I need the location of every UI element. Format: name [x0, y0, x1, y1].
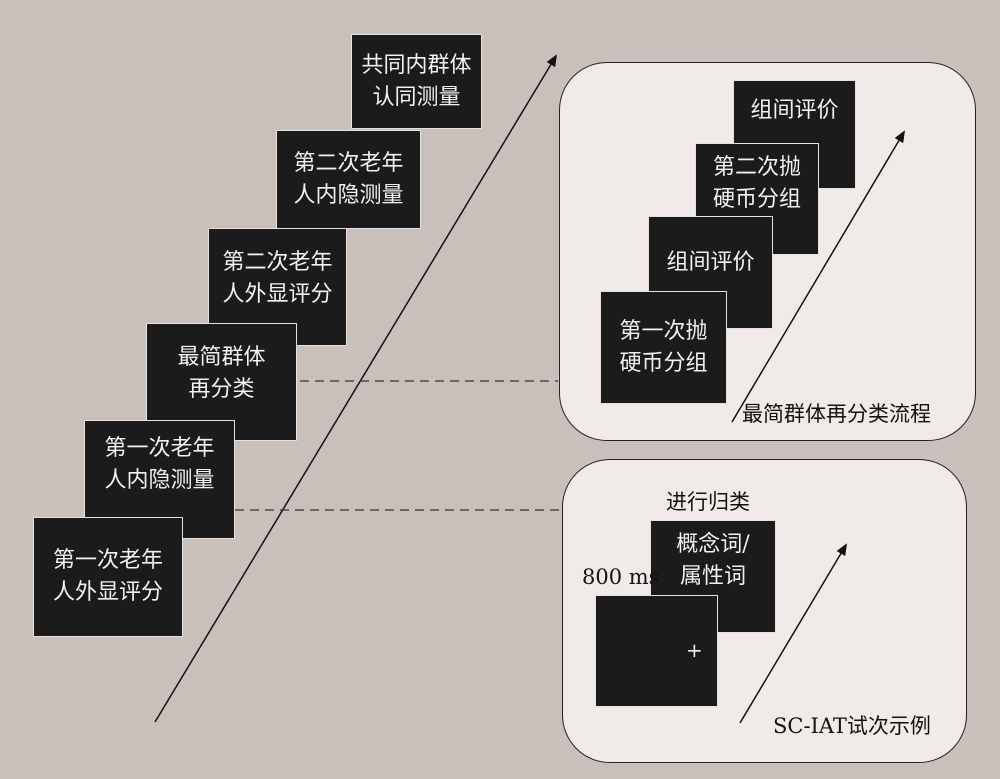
step-label: 再分类 — [188, 377, 255, 402]
substep-label: 第一次抛 — [619, 318, 708, 344]
substep-label: 硬币分组 — [619, 350, 708, 376]
word-screen-label: 概念词/ — [676, 532, 750, 557]
step-label: 人外显评分 — [222, 282, 333, 307]
step-common-ingroup-identity: 共同内群体认同测量 — [351, 34, 482, 129]
classify-label: 进行归类 — [666, 490, 750, 514]
sciat-caption: SC-IAT试次示例 — [773, 714, 931, 738]
recategorization-arrow — [731, 130, 906, 423]
duration-label: 800 ms — [582, 565, 660, 589]
substep-first-coin-toss: 第一次抛硬币分组 — [600, 291, 727, 404]
word-screen-label: 属性词 — [679, 564, 746, 589]
step-label: 第二次老年 — [222, 250, 333, 275]
step-label: 人内隐测量 — [293, 182, 404, 208]
recategorization-caption: 最简群体再分类流程 — [742, 402, 931, 426]
substep-label: 第二次抛 — [712, 155, 801, 180]
sciat-arrow — [739, 543, 848, 724]
fixation-cross: + — [686, 638, 703, 662]
step-label: 第一次老年 — [52, 548, 163, 573]
step-label: 人内隐测量 — [104, 468, 215, 493]
substep-label: 硬币分组 — [712, 187, 801, 212]
step-label: 人外显评分 — [52, 580, 163, 605]
step-label: 共同内群体 — [361, 52, 472, 78]
main-timeline-arrow — [154, 54, 558, 723]
substep-label: 组间评价 — [666, 250, 755, 275]
step-second-implicit: 第二次老年人内隐测量 — [276, 130, 421, 229]
fixation-screen: + — [595, 595, 718, 707]
step-label: 认同测量 — [372, 84, 461, 110]
step-label: 第二次老年 — [293, 150, 404, 176]
substep-label: 组间评价 — [750, 98, 839, 123]
step-label: 第一次老年 — [104, 436, 215, 461]
step-label: 最简群体 — [177, 345, 266, 370]
step-first-explicit: 第一次老年人外显评分 — [33, 517, 183, 637]
